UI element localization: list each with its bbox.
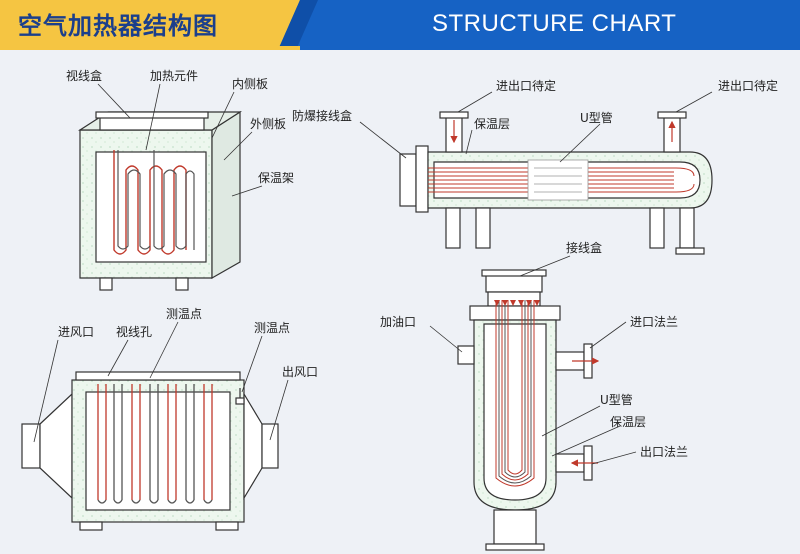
box-heater-element-gray	[117, 150, 151, 250]
label-port-left: 进出口待定	[496, 78, 556, 93]
label-junction-box-v: 接线盒	[566, 240, 602, 255]
vertical-top-flange	[469, 305, 561, 321]
horizontal-flange	[415, 145, 429, 213]
vertical-oil-inlet	[457, 345, 475, 365]
label-sight-box: 视线盒	[66, 68, 102, 83]
label-explosion-proof-box: 防爆接线盒	[292, 108, 352, 123]
vertical-junction-box	[485, 273, 543, 293]
vertical-u-tubes	[495, 300, 535, 487]
duct-inlet-pipe	[21, 423, 41, 469]
header-banner: 空气加热器结构图 STRUCTURE CHART	[0, 0, 800, 50]
label-temp-point-2: 测温点	[254, 321, 290, 335]
label-air-outlet: 出风口	[282, 365, 318, 379]
label-insulation-layer-v: 保温层	[610, 415, 646, 429]
label-oil-inlet: 加油口	[380, 315, 416, 329]
label-u-tube-v: U型管	[600, 392, 633, 407]
label-outer-plate: 外侧板	[250, 117, 286, 131]
label-temp-point-1: 测温点	[166, 307, 202, 321]
label-heating-element: 加热元件	[150, 69, 198, 83]
label-outlet-flange: 出口法兰	[640, 445, 688, 459]
horizontal-junction-box	[399, 153, 417, 207]
label-air-inlet: 进风口	[58, 325, 94, 339]
duct-inlet-transition	[39, 392, 73, 500]
page-title-chinese: 空气加热器结构图	[18, 12, 218, 40]
label-insulation-layer-h: 保温层	[474, 117, 510, 131]
duct-heater-elements	[97, 384, 213, 504]
label-inlet-flange: 进口法兰	[630, 315, 678, 329]
page-title-english: STRUCTURE CHART	[432, 10, 677, 37]
horizontal-baffle-zone	[527, 159, 589, 201]
box-heater-element-red	[113, 150, 187, 255]
label-u-tube-h: U型管	[580, 110, 613, 125]
header-background	[0, 0, 800, 50]
duct-outlet-pipe	[261, 423, 279, 469]
box-heater-diagram	[77, 110, 243, 291]
label-inner-plate: 内侧板	[232, 77, 268, 91]
label-port-right: 进出口待定	[718, 78, 778, 93]
label-insulation-frame: 保温架	[258, 171, 294, 185]
vertical-base	[493, 509, 537, 545]
label-sight-hole: 视线孔	[116, 324, 152, 339]
duct-outlet-transition	[243, 391, 263, 501]
